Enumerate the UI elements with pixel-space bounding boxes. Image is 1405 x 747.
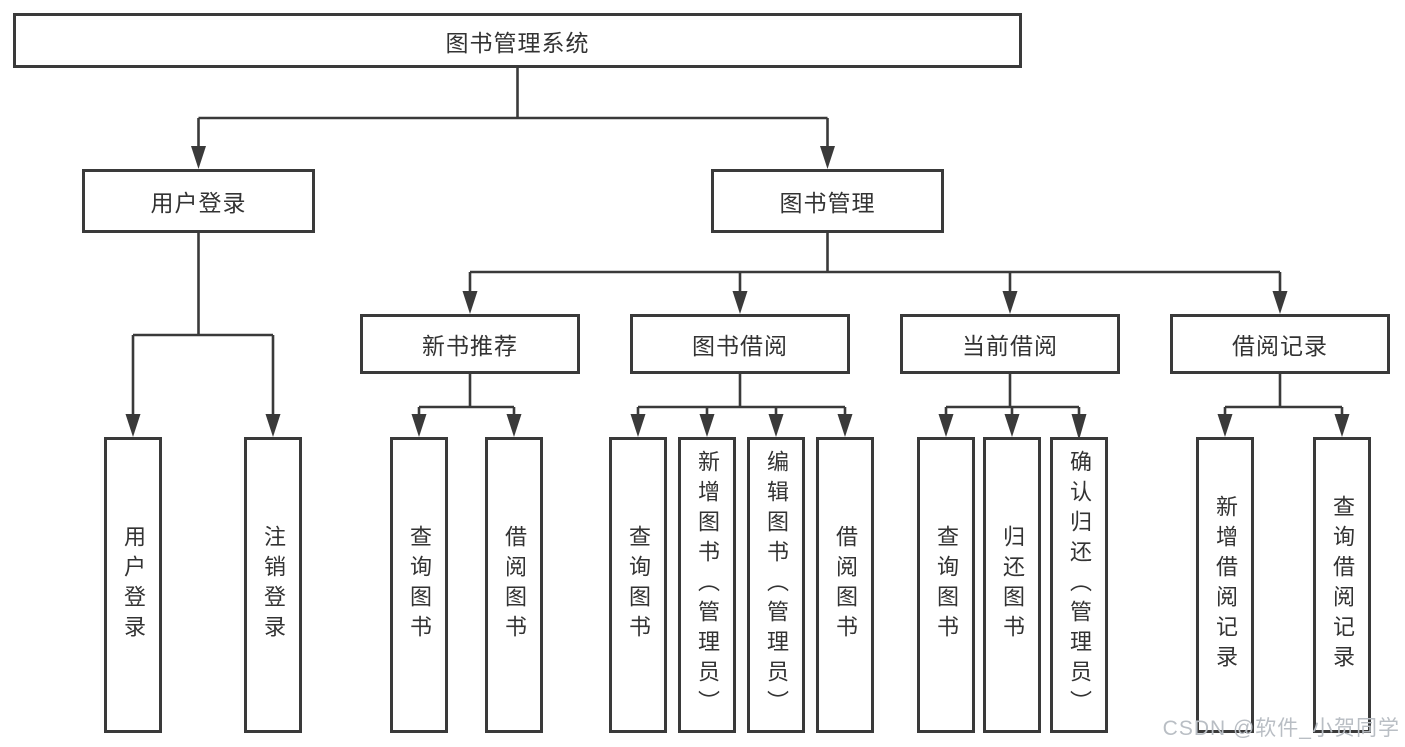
leaf-borrow-books: 借阅图书	[816, 437, 874, 733]
node-label: 查询图书	[626, 525, 651, 645]
leaf-user-login: 用户登录	[104, 437, 162, 733]
node-label: 查询借阅记录	[1330, 495, 1355, 675]
node-book-borrowing: 图书借阅	[630, 314, 850, 374]
csdn-watermark: CSDN @软件_小贺同学	[1162, 717, 1400, 740]
node-label: 用户登录	[121, 525, 146, 645]
node-label: 注销登录	[261, 525, 286, 645]
node-library-management-system: 图书管理系统	[13, 13, 1022, 68]
connector-user-login-children	[125, 233, 281, 437]
node-label: 新增借阅记录	[1213, 495, 1238, 675]
leaf-add-borrow-record: 新增借阅记录	[1196, 437, 1254, 733]
node-borrowing-records: 借阅记录	[1170, 314, 1390, 374]
node-label: 图书管理	[779, 190, 876, 216]
node-label: 借阅图书	[833, 525, 858, 645]
node-user-login: 用户登录	[82, 169, 315, 233]
node-label: 借阅图书	[502, 525, 527, 645]
leaf-query-borrow-record: 查询借阅记录	[1313, 437, 1371, 733]
node-current-borrowing: 当前借阅	[900, 314, 1120, 374]
node-label: 查询图书	[934, 525, 959, 645]
connector-new-book-children	[411, 374, 522, 437]
node-label: 图书管理系统	[445, 29, 590, 56]
leaf-confirm-return-admin: 确认归还（管理员）	[1050, 437, 1108, 733]
leaf-add-books-admin: 新增图书（管理员）	[678, 437, 736, 733]
leaf-query-books-recommend: 查询图书	[390, 437, 448, 733]
node-label: 图书借阅	[692, 333, 788, 359]
connector-current-borrow-children	[938, 374, 1087, 440]
leaf-query-books-current: 查询图书	[917, 437, 975, 733]
connector-root-to-level2	[191, 68, 835, 169]
node-label: 确认归还（管理员）	[1067, 450, 1092, 720]
node-label: 借阅记录	[1232, 333, 1328, 359]
node-label: 当前借阅	[962, 333, 1058, 359]
node-book-management: 图书管理	[711, 169, 944, 233]
node-new-book-recommendation: 新书推荐	[360, 314, 580, 374]
node-label: 查询图书	[407, 525, 432, 645]
leaf-return-books: 归还图书	[983, 437, 1041, 733]
connector-book-management-children	[462, 233, 1288, 314]
leaf-logout: 注销登录	[244, 437, 302, 733]
connector-book-borrow-children	[630, 374, 853, 437]
leaf-edit-books-admin: 编辑图书（管理员）	[747, 437, 805, 733]
node-label: 新增图书（管理员）	[695, 450, 720, 720]
connector-borrow-record-children	[1217, 374, 1350, 437]
leaf-query-books-borrow: 查询图书	[609, 437, 667, 733]
node-label: 用户登录	[150, 190, 247, 216]
node-label: 新书推荐	[422, 333, 518, 359]
leaf-borrow-books-recommend: 借阅图书	[485, 437, 543, 733]
node-label: 归还图书	[1000, 525, 1025, 645]
node-label: 编辑图书（管理员）	[764, 450, 789, 720]
